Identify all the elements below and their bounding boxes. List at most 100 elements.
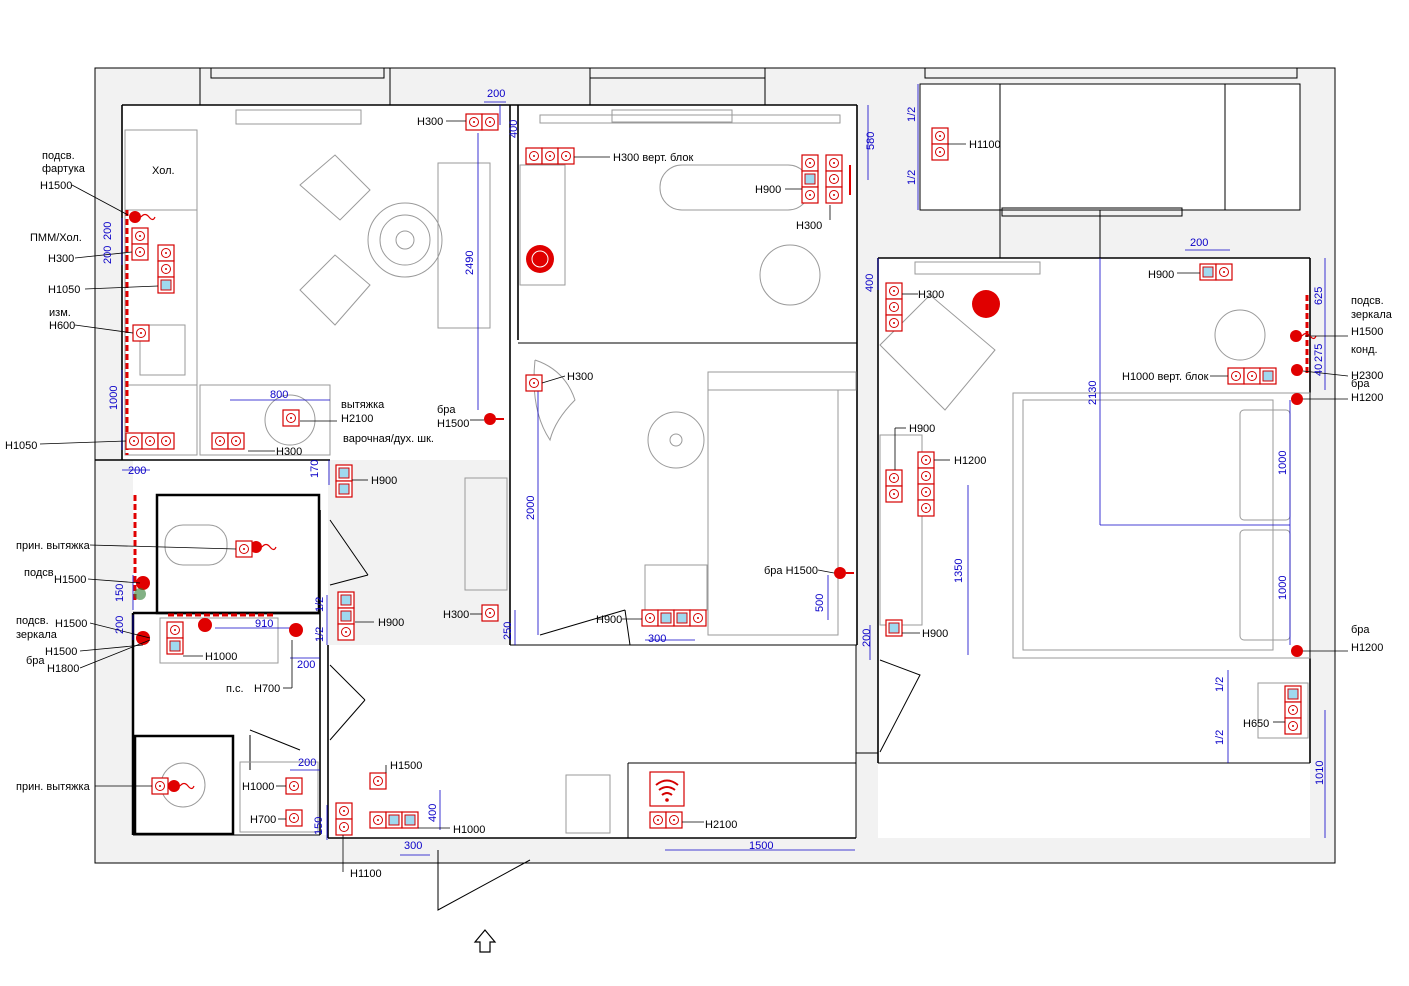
label-height: Н1100 xyxy=(350,868,382,880)
ceiling-lamp-icon xyxy=(972,290,1000,318)
label-podsv-fartuka: фартука xyxy=(42,163,86,175)
label-height: Н900 xyxy=(1148,269,1174,281)
doors xyxy=(249,519,921,911)
label-height: Н1100 xyxy=(969,139,1001,151)
label-height: Н1200 xyxy=(954,455,986,467)
label-height: Н300 xyxy=(443,609,469,621)
labels: Хол. подсв. фартука Н1500 ПММ/Хол. Н300 … xyxy=(5,116,1393,880)
building-outline xyxy=(94,67,1336,864)
dim-text: 300 xyxy=(648,633,666,645)
label-bra: бра xyxy=(1351,624,1370,636)
label-height: Н300 xyxy=(918,289,944,301)
dim-text: 200 xyxy=(102,246,114,264)
label-height: Н1000 xyxy=(453,824,485,836)
label-height: Н900 xyxy=(909,423,935,435)
dim-text: 1/2 xyxy=(314,597,326,612)
dim-text: 2000 xyxy=(525,496,537,520)
dim-text: 2490 xyxy=(464,251,476,275)
dim-text: 2130 xyxy=(1087,381,1099,405)
socket-icon xyxy=(157,244,175,294)
label-height: Н2100 xyxy=(705,819,737,831)
switch-icon xyxy=(335,464,353,498)
dim-text: 250 xyxy=(502,622,514,640)
label-height: Н300 xyxy=(48,253,74,265)
label-varochnaya: варочная/дух. шк. xyxy=(343,433,434,445)
socket-icon xyxy=(885,282,903,332)
label-hol: Хол. xyxy=(152,165,175,177)
label-height: Н1000 xyxy=(205,651,237,663)
socket-icon xyxy=(917,451,935,517)
label-vytyazhka: Н2100 xyxy=(341,413,373,425)
label-podsv: Н1500 xyxy=(54,574,86,586)
label-height: Н700 xyxy=(250,814,276,826)
socket-icon xyxy=(1284,685,1302,735)
leader-lines xyxy=(39,120,1349,872)
socket-icon xyxy=(885,469,903,503)
label-bra: Н1500 xyxy=(437,418,469,430)
dim-text: 400 xyxy=(864,274,876,292)
socket-icon xyxy=(465,113,499,131)
label-kond: Н2300 xyxy=(1351,370,1383,382)
dim-text: 170 xyxy=(309,460,321,478)
switch-icon xyxy=(337,591,355,641)
switch-icon xyxy=(1199,263,1233,281)
socket-icon xyxy=(369,811,419,829)
dim-text: 200 xyxy=(102,222,114,240)
label-ps: п.с. xyxy=(226,683,244,695)
lamp-icon xyxy=(484,413,504,425)
dim-text: 150 xyxy=(313,817,325,835)
dim-text: 1350 xyxy=(953,559,965,583)
dim-text: 580 xyxy=(865,132,877,150)
socket-icon xyxy=(1227,367,1277,385)
label-height: Н1000 xyxy=(242,781,274,793)
label-prin-vytyazhka: прин. вытяжка xyxy=(16,540,91,552)
dim-text: 40 xyxy=(1313,364,1325,376)
lamp-icon xyxy=(1291,645,1303,657)
dim-text: 1/2 xyxy=(1214,677,1226,692)
entrance-arrow-icon xyxy=(473,929,497,953)
label-prin-vytyazhka: прин. вытяжка xyxy=(16,781,91,793)
socket-icon xyxy=(931,127,949,161)
ceiling-lamp-icon xyxy=(526,245,554,273)
switch-icon xyxy=(885,619,903,637)
dim-text: 1000 xyxy=(1277,576,1289,600)
label-bra: бра xyxy=(26,655,45,667)
label-vert-block: Н1000 верт. блок xyxy=(1122,371,1209,383)
socket-icon xyxy=(481,604,499,622)
label-bra: Н1200 xyxy=(1351,642,1383,654)
dimension-texts: 200 400 580 1/2 1/2 2490 200 200 1000 20… xyxy=(102,88,1326,852)
socket-icon xyxy=(649,811,683,829)
dim-text: 275 xyxy=(1313,344,1325,362)
dim-text: 1/2 xyxy=(906,170,918,185)
dim-text: 150 xyxy=(114,584,126,602)
label-podsv-zerkala: Н1500 xyxy=(1351,326,1383,338)
label-podsv-zerkala: зеркала xyxy=(16,629,58,641)
dim-text: 1/2 xyxy=(906,107,918,122)
label-height: Н1050 xyxy=(5,440,37,452)
dim-text: 200 xyxy=(128,465,146,477)
dim-text: 1/2 xyxy=(1214,730,1226,745)
label-podsv-fartuka: подсв. xyxy=(42,150,75,162)
label-height: Н650 xyxy=(1243,718,1269,730)
walls xyxy=(95,83,1311,839)
label-bra: бра xyxy=(437,404,456,416)
socket-icon xyxy=(132,324,150,342)
label-vert-block: Н300 верт. блок xyxy=(613,152,693,164)
label-height: Н300 xyxy=(276,446,302,458)
socket-icon xyxy=(335,802,353,836)
dim-text: 400 xyxy=(508,120,520,138)
dim-text: 200 xyxy=(487,88,505,100)
socket-icon xyxy=(641,609,707,627)
label-podsv-fartuka: Н1500 xyxy=(40,180,72,192)
label-height: Н300 xyxy=(417,116,443,128)
label-izm: изм. xyxy=(49,307,71,319)
socket-icon xyxy=(211,432,245,450)
label-height: Н1050 xyxy=(48,284,80,296)
label-kond: конд. xyxy=(1351,344,1378,356)
socket-icon xyxy=(525,374,543,392)
furniture xyxy=(124,109,1311,834)
label-height: Н900 xyxy=(755,184,781,196)
socket-icon xyxy=(282,409,300,427)
dim-text: 625 xyxy=(1313,287,1325,305)
